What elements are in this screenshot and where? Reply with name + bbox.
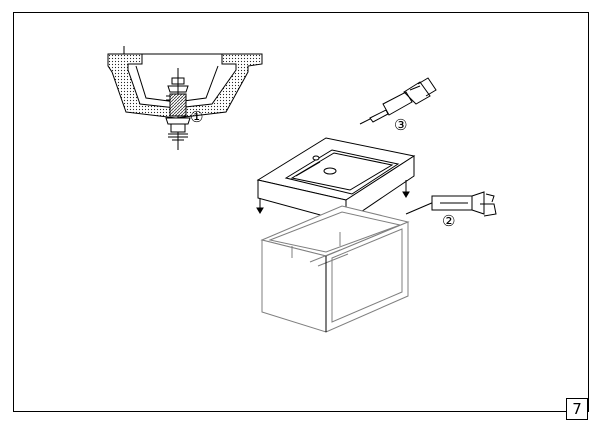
vanity-cabinet xyxy=(260,205,410,333)
sink-countertop xyxy=(256,137,416,223)
step-marker-drain: ① xyxy=(190,108,204,126)
page-number-badge: 7 xyxy=(566,398,588,420)
placement-arrows xyxy=(256,180,410,248)
drain-assembly-icon xyxy=(165,68,191,150)
sealant-gun-icon xyxy=(405,191,497,217)
step-marker-sink-sealant: ③ xyxy=(394,116,408,134)
step-marker-cabinet-sealant: ② xyxy=(442,212,456,230)
sealant-gun-icon xyxy=(359,77,437,125)
page-frame xyxy=(13,12,589,412)
